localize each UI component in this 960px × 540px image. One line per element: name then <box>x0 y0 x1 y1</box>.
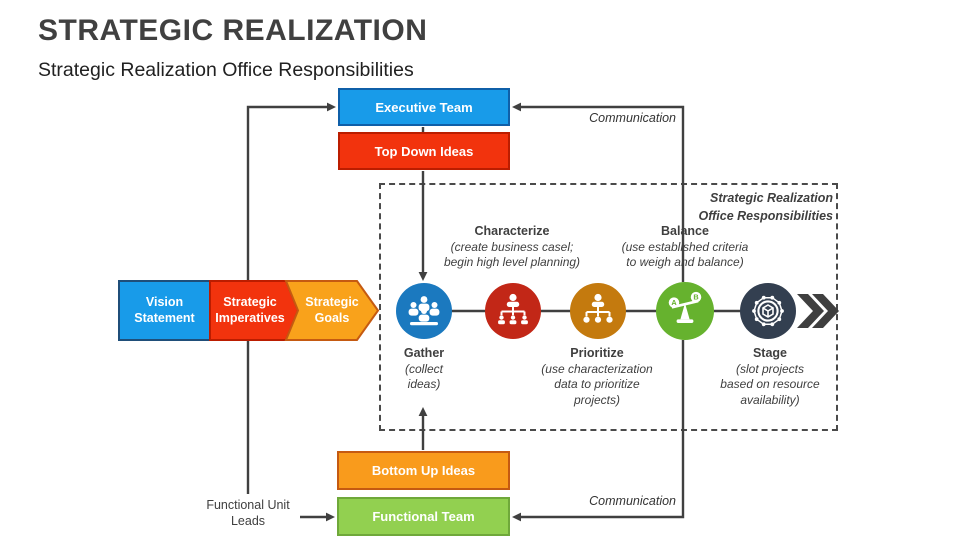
cube-network-icon <box>752 295 784 327</box>
top-down-ideas-box: Top Down Ideas <box>338 132 510 170</box>
arrowhead-into-executive-left <box>327 102 336 112</box>
functional-team-label: Functional Team <box>372 509 475 524</box>
people-hierarchy-icon <box>498 293 528 325</box>
step-title: Gather <box>403 346 445 360</box>
step-title: Prioritize <box>570 346 624 360</box>
executive-team-box: Executive Team <box>338 88 510 126</box>
top-down-ideas-label: Top Down Ideas <box>374 143 474 159</box>
step-description: (collect ideas) <box>404 361 443 392</box>
page-title: STRATEGIC REALIZATION <box>38 14 428 47</box>
step-description: (create business casel; begin high level… <box>443 239 581 270</box>
step-description: (use characterization data to prioritize… <box>541 361 653 408</box>
functional-unit-leads-label: Functional Unit Leads <box>206 498 290 529</box>
step-circle-gather <box>396 283 452 339</box>
line-imperatives-to-executive <box>246 105 328 281</box>
step-label-characterize: Characterize (create business casel; beg… <box>417 223 607 271</box>
balance-pan-b-label: B <box>693 293 698 302</box>
page-subtitle: Strategic Realization Office Responsibil… <box>38 59 414 81</box>
step-circle-stage <box>740 283 796 339</box>
step-description: (use established criteria to weigh and b… <box>621 239 749 270</box>
executive-team-label: Executive Team <box>375 99 473 115</box>
chevron-label-strategic-goals: Strategic Goals <box>305 294 359 325</box>
communication-top-label: Communication <box>589 111 676 125</box>
step-description: (slot projects based on resource availab… <box>720 361 820 408</box>
communication-bottom-label: Communication <box>589 494 676 508</box>
step-circle-prioritize <box>570 283 626 339</box>
step-circle-characterize <box>485 283 541 339</box>
step-label-prioritize: Prioritize (use characterization data to… <box>517 345 677 409</box>
chevron-label-vision-statement: Vision Statement <box>134 294 195 325</box>
org-chart-icon <box>583 293 613 323</box>
chevron-label-strategic-imperatives: Strategic Imperatives <box>215 294 285 325</box>
bottom-up-ideas-box: Bottom Up Ideas <box>337 451 510 490</box>
office-label: Strategic Realization Office Responsibil… <box>698 191 833 224</box>
arrowhead-into-functional-left <box>326 512 335 522</box>
bottom-up-ideas-label: Bottom Up Ideas <box>371 463 476 478</box>
step-label-gather: Gather (collect ideas) <box>374 345 474 393</box>
step-circle-balance: A B <box>656 282 714 340</box>
step-title: Stage <box>752 346 788 360</box>
step-label-balance: Balance (use established criteria to wei… <box>590 223 780 271</box>
crowd-icon <box>408 296 440 326</box>
balance-scale-icon: A B <box>668 291 702 323</box>
step-title: Balance <box>661 224 709 238</box>
arrowhead-into-functional-right <box>512 512 521 522</box>
step-label-stage: Stage (slot projects based on resource a… <box>695 345 845 409</box>
balance-pan-a-label: A <box>671 298 677 307</box>
functional-team-box: Functional Team <box>337 497 510 536</box>
step-title: Characterize <box>474 224 550 238</box>
